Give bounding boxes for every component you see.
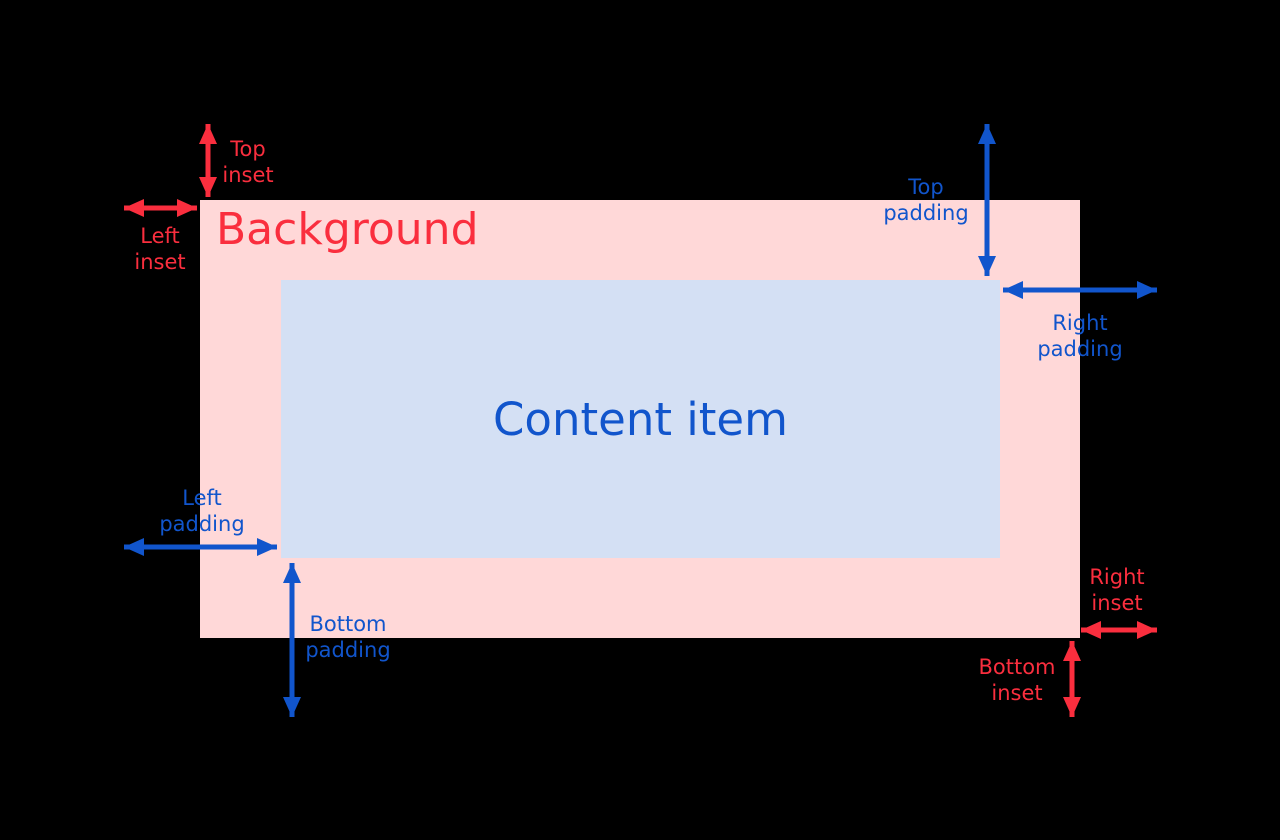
background-label: Background xyxy=(216,204,479,255)
top-inset-label: Top inset xyxy=(222,137,274,187)
content-item-label: Content item xyxy=(493,392,788,446)
content-item-rect: Content item xyxy=(281,280,1000,558)
left-padding-label: Left padding xyxy=(159,486,245,536)
right-padding-label: Right padding xyxy=(1037,311,1123,361)
top-padding-label: Top padding xyxy=(883,175,969,225)
left-inset-label: Left inset xyxy=(134,224,186,274)
bottom-padding-label: Bottom padding xyxy=(305,612,391,662)
right-inset-label: Right inset xyxy=(1089,565,1145,615)
bottom-inset-label: Bottom inset xyxy=(978,655,1056,705)
